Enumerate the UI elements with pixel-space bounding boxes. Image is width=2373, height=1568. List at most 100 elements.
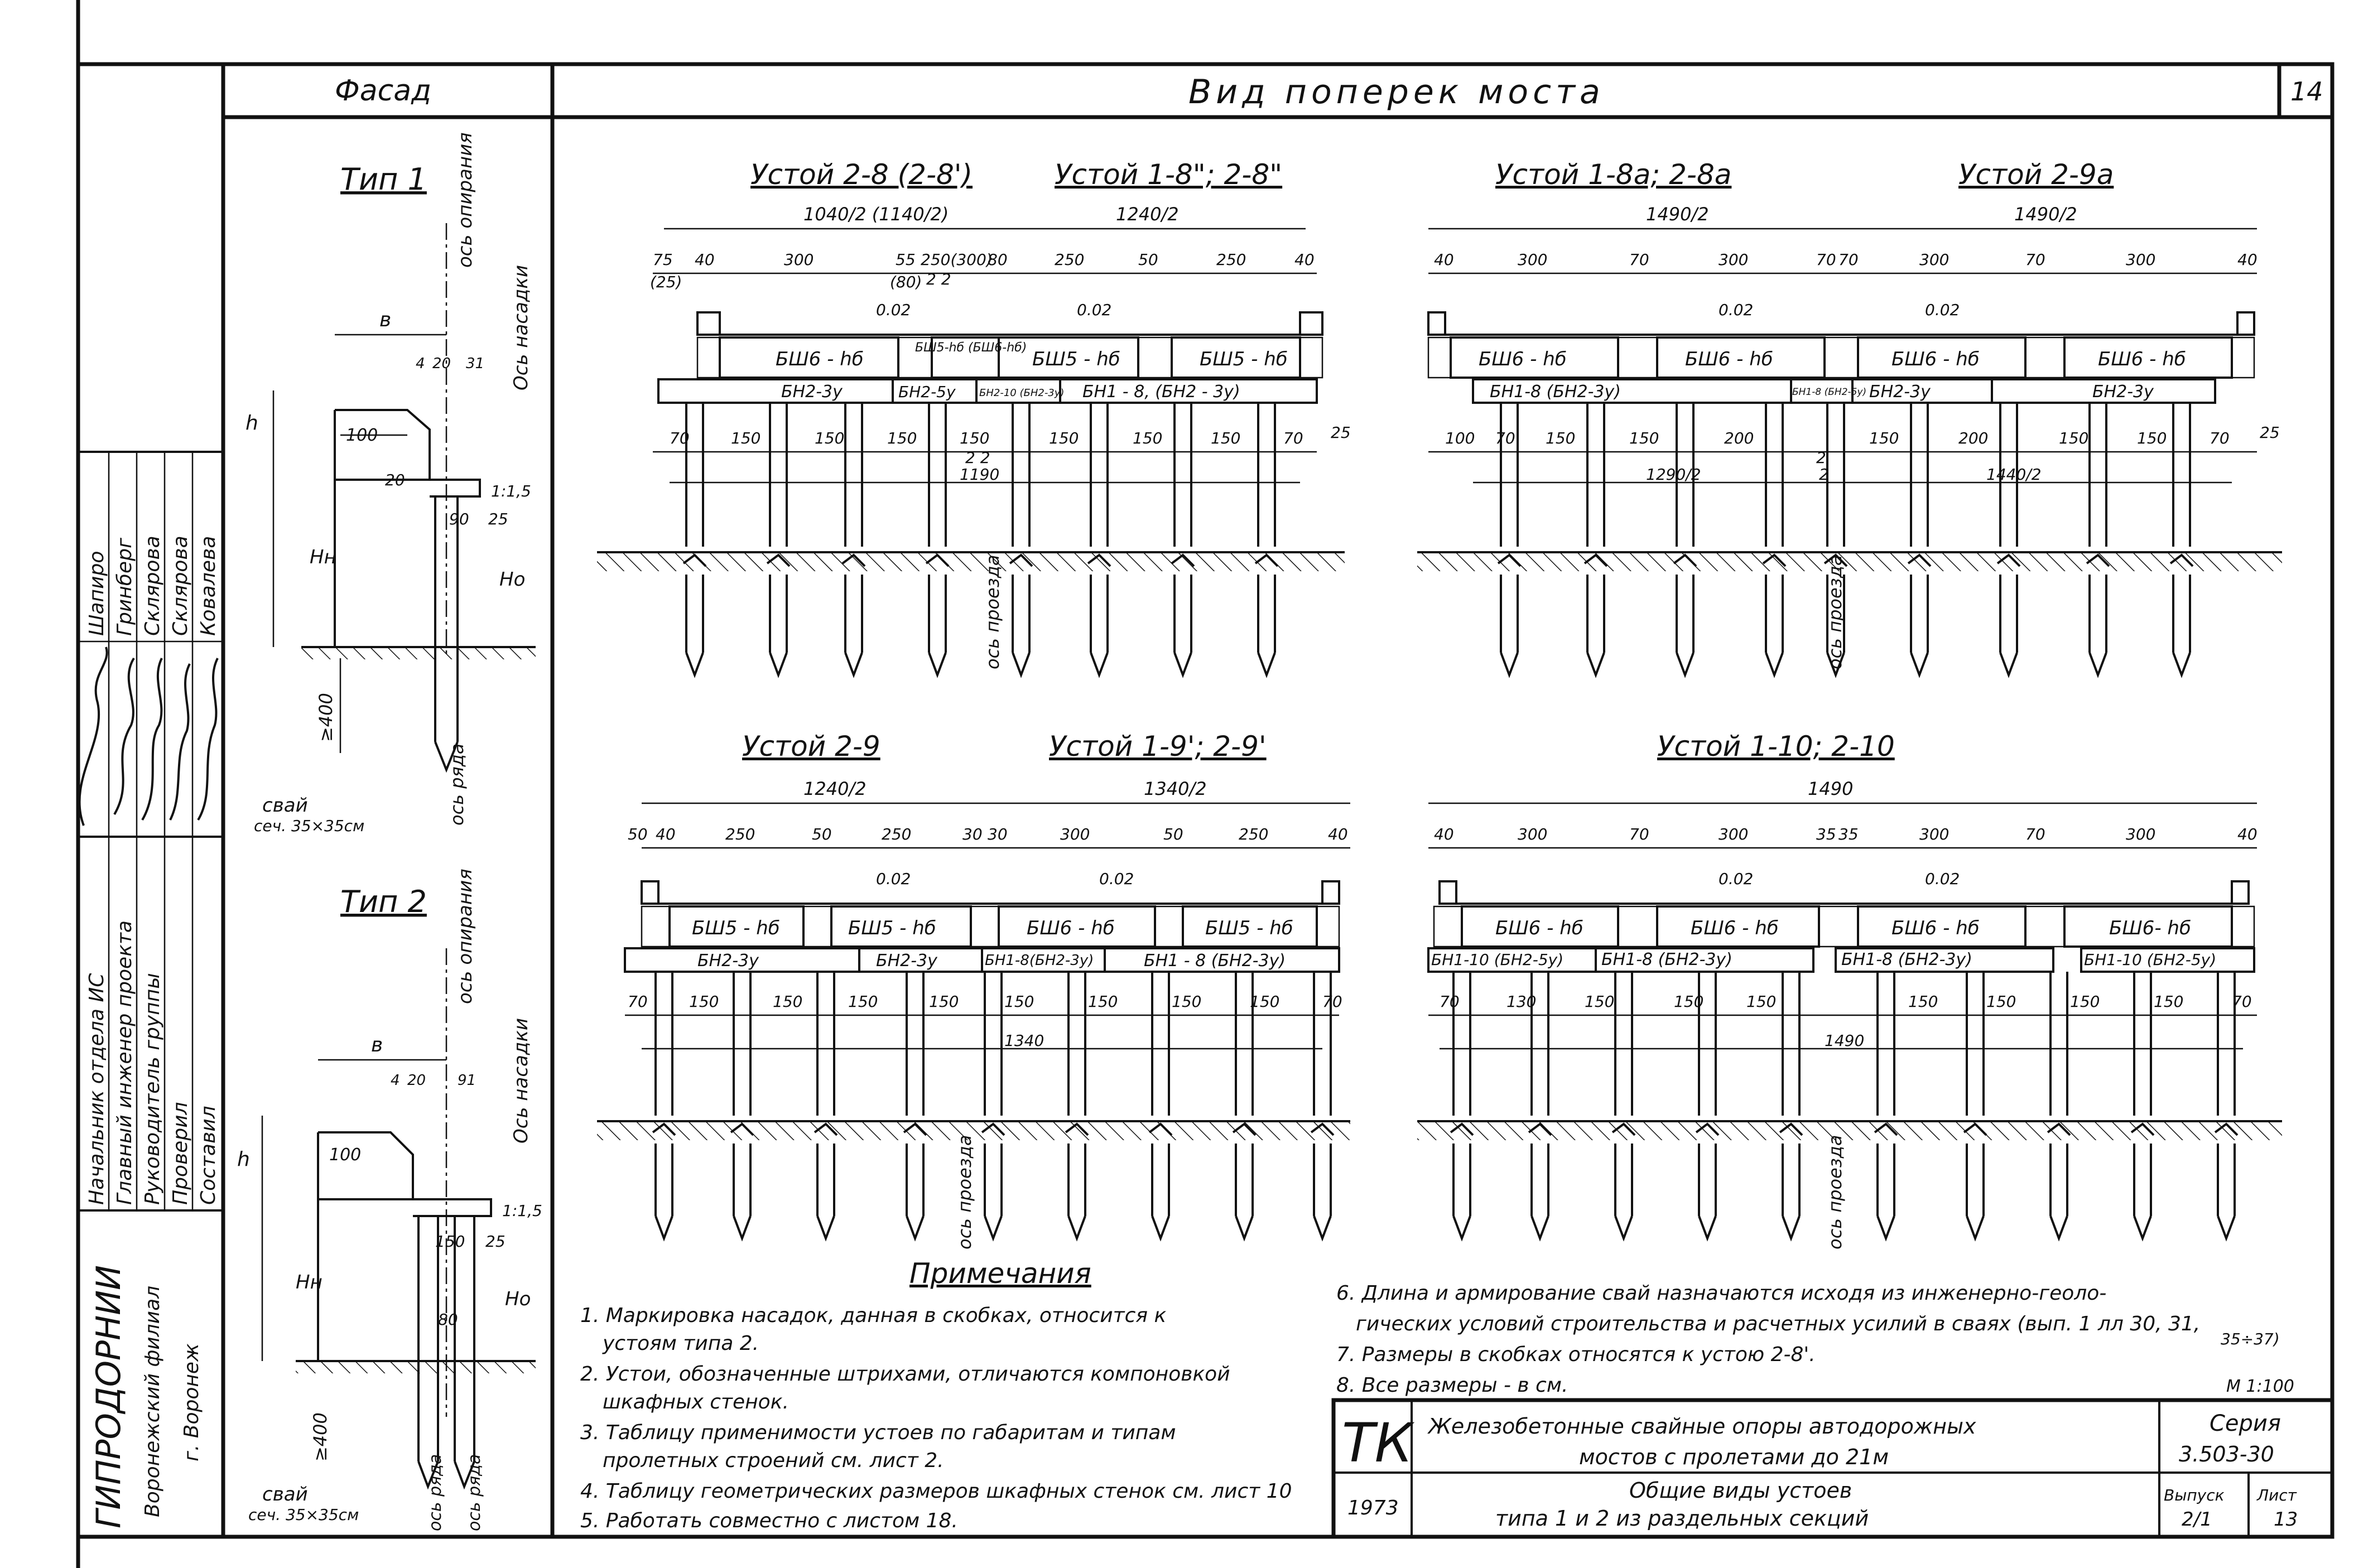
p1-d-40b: 40	[1294, 250, 1315, 269]
p4-pd-9: 150	[2154, 992, 2183, 1011]
p4-wall-3: БШ6 - hб	[1891, 917, 1980, 939]
p2-d-3: 70	[1629, 250, 1649, 269]
panel-1: Устой 2-8 (2-8') Устой 1-8"; 2-8" 1040/2…	[597, 158, 1351, 678]
p2-d-2: 300	[1518, 250, 1547, 269]
series-value: 3.503-30	[2179, 1442, 2274, 1466]
org-branch: Воронежский филиал	[141, 1286, 164, 1517]
p3-cap-4: БН1 - 8 (БН2-3у)	[1144, 951, 1286, 971]
p3-pd-9: 150	[1250, 992, 1279, 1011]
pile	[1148, 972, 1173, 1242]
abutment-2-9a-title: Устой 2-9а	[1958, 158, 2114, 191]
p2-wall-2: БШ6 - hб	[1685, 348, 1773, 370]
stamp-title-3: Общие виды устоев	[1629, 1478, 1852, 1503]
p1-d-250b: 250	[1216, 250, 1246, 269]
p3-cap-2: БН2-3у	[876, 951, 938, 971]
pile	[1087, 403, 1111, 678]
p3-pd-6: 150	[1004, 992, 1034, 1011]
p3-d-1: 50	[628, 825, 648, 843]
t2-dim-150: 150	[435, 1232, 465, 1251]
p3-pd-10: 70	[1322, 992, 1342, 1011]
p1-span-right: 1240/2	[1116, 204, 1179, 225]
note-4: 4. Таблицу геометрических размеров шкафн…	[580, 1480, 1292, 1503]
t1-dim-20: 20	[385, 471, 405, 489]
note-6b: гических условий строительства и расчетн…	[1356, 1313, 2200, 1335]
p3-pd-3: 150	[773, 992, 802, 1011]
p4-cap-2: БН1-8 (БН2-3у)	[1601, 950, 1732, 969]
pile	[1450, 972, 1474, 1242]
pile	[925, 403, 950, 678]
t1-dim-31: 31	[466, 355, 484, 372]
p3-d-9: 50	[1163, 825, 1183, 843]
p4-d-10: 40	[2237, 825, 2258, 843]
p4-wall-4: БШ6- hб	[2109, 917, 2191, 939]
pile	[1779, 972, 1803, 1242]
p3-total: 1340	[1004, 1031, 1044, 1050]
p1-d-300: 300	[784, 250, 814, 269]
p1-d-80b: 80	[988, 250, 1008, 269]
abutment-1-9p-title: Устой 1-9'; 2-9'	[1049, 730, 1267, 763]
p4-d-4: 300	[1719, 825, 1748, 843]
p1-d-55: 55	[896, 250, 916, 269]
panel-3: Устой 2-9 Устой 1-9'; 2-9' 1240/2 1340/2…	[597, 730, 1350, 1249]
p4-cap-1: БН1-10 (БН2-5у)	[1431, 951, 1563, 969]
p3-pd-8: 150	[1172, 992, 1201, 1011]
p2-pd-8: 200	[1958, 429, 1988, 447]
t2-slope: 1:1,5	[502, 1202, 542, 1220]
p4-d-5: 35	[1816, 825, 1836, 843]
pile	[1611, 972, 1636, 1242]
p1-piles	[682, 403, 1279, 678]
p4-wall-1: БШ6 - hб	[1495, 917, 1583, 939]
pile	[1823, 403, 1848, 678]
name-4: Склярова	[169, 535, 192, 636]
note-2b: шкафных стенок.	[603, 1391, 789, 1413]
pile	[903, 972, 927, 1242]
pile	[1171, 403, 1195, 678]
pile	[2130, 972, 2155, 1242]
t1-dim-ho: Но	[499, 568, 525, 591]
name-3: Склярова	[141, 535, 164, 636]
p2-cap-3: БН2-3у	[1869, 382, 1931, 402]
t2-dim-91: 91	[458, 1072, 476, 1089]
p3-cap-1: БН2-3у	[697, 951, 759, 971]
role-2: Главный инженер проекта	[113, 920, 136, 1205]
p2-piles	[1497, 403, 2194, 678]
stamp-title-2: мостов с пролетами до 21м	[1579, 1445, 1889, 1469]
p4-total: 1490	[1825, 1031, 1864, 1050]
sheet-number: 14	[2290, 76, 2323, 107]
sheet-label: Лист	[2256, 1486, 2297, 1504]
p1-pd-2: 150	[731, 429, 760, 447]
axis-cap-2: Ось насадки	[510, 1018, 532, 1144]
p2-cap-1: БН1-8 (БН2-3у)	[1490, 382, 1621, 402]
t1-dim-100: 100	[346, 426, 378, 445]
pile	[1673, 403, 1697, 678]
abutment-1-10-title: Устой 1-10; 2-10	[1657, 730, 1895, 763]
p2-wall-3: БШ6 - hб	[1891, 348, 1980, 370]
note-ref-small: 35÷37)	[2221, 1330, 2280, 1348]
p2-d-8: 70	[2025, 250, 2045, 269]
p1-span-left: 1040/2 (1140/2)	[803, 204, 949, 225]
pile	[1583, 403, 1608, 678]
pile	[1065, 972, 1089, 1242]
p1-pd-10: 70	[1283, 429, 1303, 447]
pile	[1497, 403, 1522, 678]
p1-cap-1: БН2-3у	[781, 382, 843, 402]
notes-title: Примечания	[909, 1257, 1091, 1290]
p2-pd-5: 200	[1724, 429, 1754, 447]
p2-pd-2: 70	[1495, 429, 1515, 447]
t2-dim-100: 100	[329, 1145, 361, 1165]
note-1b: устоям типа 2.	[602, 1332, 759, 1355]
p3-span-right: 1340/2	[1144, 778, 1207, 799]
t2-dim-h: h	[237, 1148, 250, 1171]
p2-pd-9: 150	[2059, 429, 2088, 447]
abutment-2-9-title: Устой 2-9	[742, 730, 880, 763]
left-stamp: Начальник отдела ИС Главный инженер прое…	[78, 451, 223, 1528]
p3-d-3: 250	[725, 825, 755, 843]
scale-label: М 1:100	[2226, 1377, 2294, 1396]
p2-wall-4: БШ6 - hб	[2098, 348, 2186, 370]
pile	[841, 403, 866, 678]
p1-cap-2: БН2-5у	[898, 383, 956, 401]
p2-pd-7: 150	[1869, 429, 1899, 447]
pile	[730, 972, 754, 1242]
t2-axis-piles: ось ряда	[426, 1454, 445, 1531]
